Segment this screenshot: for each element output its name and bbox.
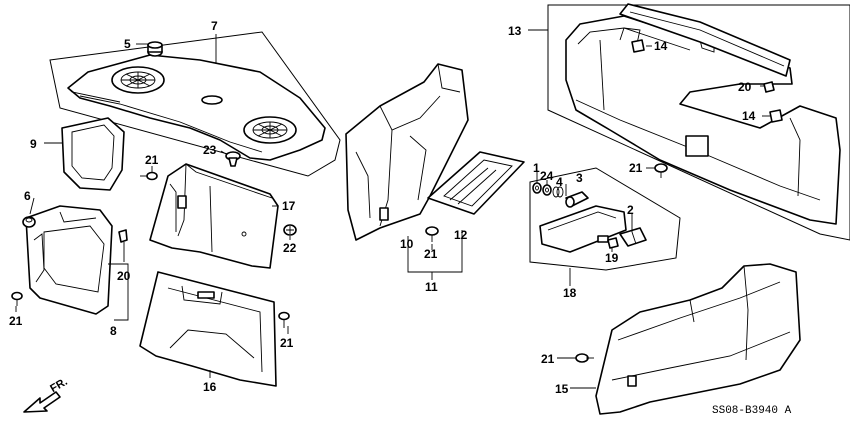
screw-21-left [11, 291, 23, 306]
callout-14-lower: 14 [742, 109, 756, 123]
callout-15: 15 [555, 382, 569, 396]
callouts: 5 7 9 21 23 17 22 6 20 21 8 21 16 10 21 … [9, 19, 756, 396]
leader-lines [15, 29, 770, 389]
direction-label: FR. [48, 376, 69, 395]
latch-cover [539, 205, 627, 253]
trunk-side-panel [149, 163, 279, 269]
clip-22 [283, 224, 297, 236]
shelf-vent-slot [201, 95, 223, 105]
spring-4 [552, 186, 564, 198]
callout-8: 8 [110, 324, 117, 338]
diagram-code: SS08-B3940 A [712, 405, 792, 417]
seal-ring [61, 117, 125, 191]
callout-6: 6 [24, 189, 31, 203]
clip-6 [22, 216, 36, 228]
latch-tab [597, 235, 609, 243]
clip-20-left [118, 229, 128, 243]
callout-14-upper: 14 [654, 39, 668, 53]
rear-shelf-cap [147, 41, 163, 57]
washer-24 [542, 184, 552, 196]
rear-shelf-ridge [79, 95, 263, 153]
key-cylinder [565, 191, 589, 208]
upper-strip [619, 3, 791, 77]
latch-cover-box [529, 167, 681, 271]
side-panel-10 [345, 63, 469, 241]
callout-21-mid: 21 [145, 153, 159, 167]
callout-11: 11 [425, 280, 438, 294]
callout-12: 12 [454, 228, 468, 242]
callout-18: 18 [563, 286, 577, 300]
callout-5: 5 [124, 37, 131, 51]
callout-3: 3 [576, 171, 583, 185]
callout-21-left: 21 [9, 314, 23, 328]
clip-20-right [763, 81, 775, 93]
clip-14-upper [631, 39, 645, 53]
callout-19: 19 [605, 251, 619, 265]
callout-22: 22 [283, 241, 297, 255]
callout-21-lower: 21 [280, 336, 294, 350]
latch-cover-group [529, 167, 681, 271]
callout-20-right: 20 [738, 80, 752, 94]
callout-17: 17 [282, 199, 296, 213]
screw-21-lower [278, 311, 290, 328]
floor-panel-12 [427, 151, 525, 215]
callout-1: 1 [533, 161, 540, 175]
right-trunk-side [595, 263, 801, 415]
clip-19 [607, 237, 619, 249]
callout-2: 2 [627, 203, 634, 217]
arrow-icon [23, 391, 61, 413]
callout-20-left: 20 [117, 269, 131, 283]
callout-21-panel: 21 [424, 247, 438, 261]
screw-21-right [654, 163, 668, 178]
rear-shelf-box [49, 31, 341, 177]
callout-23: 23 [203, 143, 217, 157]
screw-21-bottom [575, 353, 594, 363]
callout-7: 7 [211, 19, 218, 33]
rear-shelf-group [49, 31, 341, 177]
nut-1 [532, 182, 542, 194]
knob-2 [619, 227, 647, 247]
rear-shelf-edge [67, 87, 121, 103]
callout-16: 16 [203, 380, 217, 394]
callout-21-right: 21 [629, 161, 643, 175]
callout-10: 10 [400, 237, 414, 251]
screw-21-panel [425, 226, 439, 242]
callout-21-bottom: 21 [541, 352, 555, 366]
clip-23 [225, 151, 241, 167]
rear-trim-box [547, 4, 850, 241]
callout-24: 24 [540, 169, 554, 183]
callout-9: 9 [30, 137, 37, 151]
speaker-grille-right [243, 116, 297, 144]
lower-trunk-lining [139, 271, 277, 387]
front-direction-indicator: FR. [23, 376, 70, 413]
callout-4: 4 [556, 175, 563, 189]
callout-13: 13 [508, 24, 522, 38]
trim-window [685, 135, 709, 157]
speaker-grille-left [111, 66, 165, 94]
clip-14-lower [769, 109, 783, 123]
screw-21-mid [140, 171, 158, 181]
left-side-lining [25, 205, 113, 315]
